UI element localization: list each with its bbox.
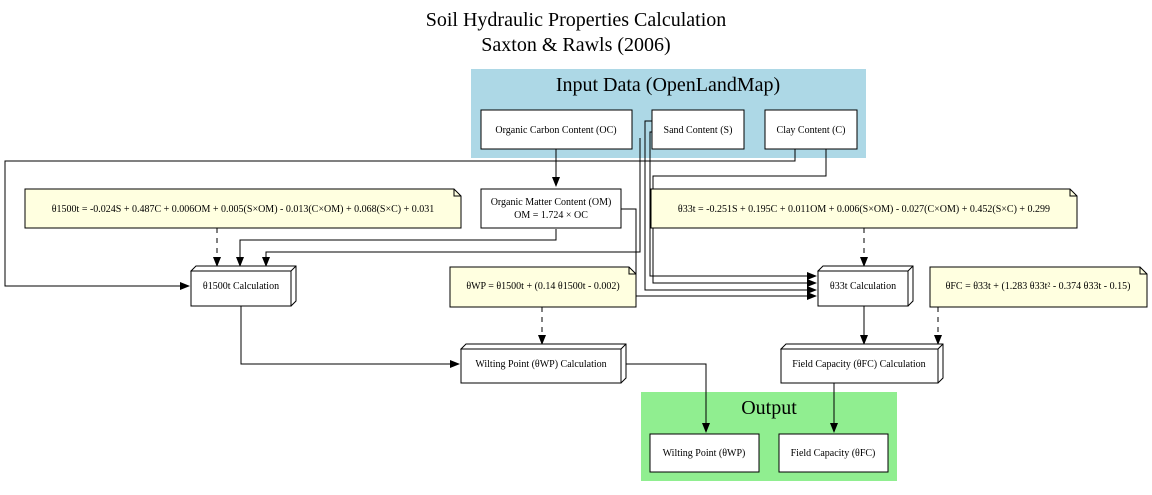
edge-clay-to-t1500	[4, 149, 796, 290]
node-output-field-capacity: Field Capacity (θFC)	[778, 433, 889, 473]
note-theta-fc: θFC = θ33t + (1.283 θ33t² - 0.374 θ33t -…	[929, 266, 1148, 308]
edge-t1500-to-wp	[240, 306, 460, 368]
node-wilting-point-calculation: Wilting Point (θWP) Calculation	[459, 343, 627, 384]
node-organic-matter-formula: OM = 1.724 × OC	[514, 210, 588, 221]
edge-om-to-t33	[621, 208, 817, 300]
note-theta33t-text: θ33t = -0.251S + 0.195C + 0.011OM + 0.00…	[678, 204, 1050, 215]
node-theta33t-calculation-label: θ33t Calculation	[830, 281, 896, 292]
diagram-title-line-2: Saxton & Rawls (2006)	[481, 34, 670, 56]
node-output-wilting-point-label: Wilting Point (θWP)	[663, 448, 746, 459]
edge-wp-to-output	[624, 363, 710, 433]
node-output-wilting-point: Wilting Point (θWP)	[649, 433, 760, 473]
note-theta1500t: θ1500t = -0.024S + 0.487C + 0.006OM + 0.…	[24, 188, 462, 229]
output-cluster-title: Output	[741, 397, 797, 419]
node-sand-content: Sand Content (S)	[651, 109, 745, 150]
node-organic-carbon: Organic Carbon Content (OC)	[480, 109, 633, 150]
node-clay-content-label: Clay Content (C)	[777, 125, 846, 136]
node-field-capacity-calculation: Field Capacity (θFC) Calculation	[779, 343, 944, 384]
node-theta1500t-calculation-label: θ1500t Calculation	[203, 281, 279, 292]
edge-om-to-t1500	[236, 229, 557, 267]
node-theta33t-calculation: θ33t Calculation	[817, 265, 914, 307]
node-field-capacity-calculation-label: Field Capacity (θFC) Calculation	[792, 359, 925, 370]
note-theta1500t-text: θ1500t = -0.024S + 0.487C + 0.006OM + 0.…	[52, 204, 435, 215]
node-organic-matter: Organic Matter Content (OM) OM = 1.724 ×…	[480, 188, 622, 229]
edge-clay-to-t33	[652, 149, 827, 287]
note-theta-wp-text: θWP = θ1500t + (0.14 θ1500t - 0.002)	[466, 281, 619, 292]
edge-sand-to-t33-b	[649, 131, 817, 280]
diagram-title-line-1: Soil Hydraulic Properties Calculation	[426, 9, 727, 31]
edges	[4, 120, 942, 433]
node-output-field-capacity-label: Field Capacity (θFC)	[791, 448, 876, 459]
input-cluster-title: Input Data (OpenLandMap)	[556, 74, 780, 96]
note-theta33t: θ33t = -0.251S + 0.195C + 0.011OM + 0.00…	[650, 188, 1078, 229]
edge-sand-to-t33-a	[644, 120, 817, 294]
node-organic-matter-label: Organic Matter Content (OM)	[491, 197, 612, 208]
note-theta-wp: θWP = θ1500t + (0.14 θ1500t - 0.002)	[449, 266, 637, 308]
node-organic-carbon-label: Organic Carbon Content (OC)	[495, 125, 616, 136]
node-clay-content: Clay Content (C)	[764, 109, 858, 150]
note-theta-fc-text: θFC = θ33t + (1.283 θ33t² - 0.374 θ33t -…	[946, 281, 1131, 292]
edge-sand-to-t1500	[262, 138, 641, 267]
node-theta1500t-calculation: θ1500t Calculation	[190, 265, 297, 307]
node-wilting-point-calculation-label: Wilting Point (θWP) Calculation	[475, 359, 606, 370]
node-sand-content-label: Sand Content (S)	[664, 125, 733, 136]
